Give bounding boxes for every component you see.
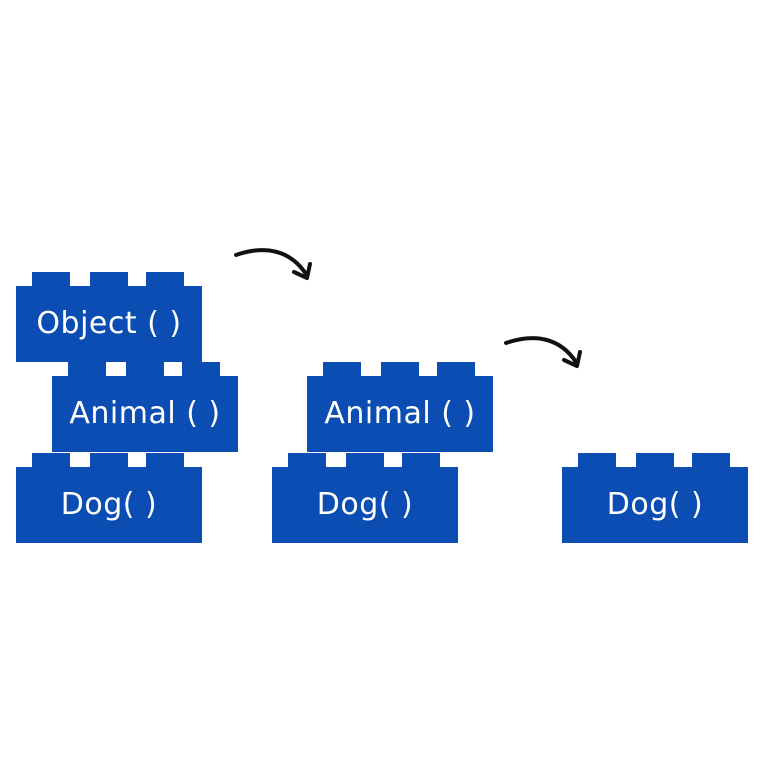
- brick-stud: [636, 453, 674, 467]
- brick-animal: Animal ( ): [52, 362, 238, 452]
- brick-stud: [90, 272, 128, 286]
- brick-body: Dog( ): [562, 467, 748, 543]
- brick-label: Animal ( ): [324, 396, 476, 431]
- curved-arrow-right-icon: [234, 248, 312, 280]
- brick-stud: [68, 362, 106, 376]
- brick-stud: [90, 453, 128, 467]
- brick-dog: Dog( ): [562, 453, 748, 543]
- brick-stud: [692, 453, 730, 467]
- brick-dog: Dog( ): [272, 453, 458, 543]
- brick-label: Object ( ): [36, 306, 182, 341]
- brick-label: Dog( ): [60, 487, 158, 522]
- brick-stud: [437, 362, 475, 376]
- brick-label: Animal ( ): [69, 396, 221, 431]
- brick-stud: [146, 272, 184, 286]
- brick-stud: [126, 362, 164, 376]
- brick-stud: [323, 362, 361, 376]
- brick-stud: [402, 453, 440, 467]
- brick-object: Object ( ): [16, 272, 202, 362]
- brick-label: Dog( ): [316, 487, 414, 522]
- brick-stud: [288, 453, 326, 467]
- brick-stud: [346, 453, 384, 467]
- brick-stud: [32, 453, 70, 467]
- curved-arrow-right-icon: [504, 336, 582, 368]
- brick-stud: [182, 362, 220, 376]
- brick-body: Object ( ): [16, 286, 202, 362]
- brick-stud: [381, 362, 419, 376]
- brick-body: Animal ( ): [307, 376, 493, 452]
- brick-label: Dog( ): [606, 487, 704, 522]
- brick-body: Animal ( ): [52, 376, 238, 452]
- brick-stud: [146, 453, 184, 467]
- brick-animal: Animal ( ): [307, 362, 493, 452]
- brick-body: Dog( ): [272, 467, 458, 543]
- brick-body: Dog( ): [16, 467, 202, 543]
- brick-dog: Dog( ): [16, 453, 202, 543]
- brick-stud: [578, 453, 616, 467]
- brick-stud: [32, 272, 70, 286]
